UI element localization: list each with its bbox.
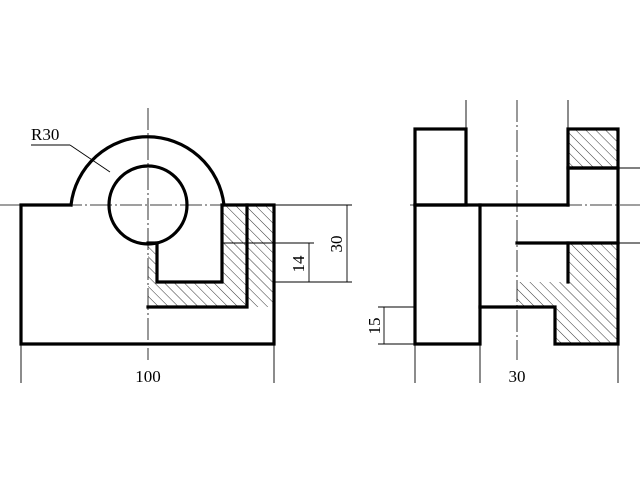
radius-leader-line: [69, 144, 111, 173]
dim-30-label: 30: [327, 236, 346, 253]
side-left-upright: [413, 127, 468, 207]
side-view: 15 30: [365, 100, 640, 386]
dim-100-label: 100: [135, 367, 161, 386]
front-outer-pocket: [146, 203, 249, 309]
dim-14-label: 14: [289, 255, 308, 273]
front-section-hatch: [148, 205, 274, 307]
side-hatch-lower-right: [517, 243, 618, 344]
dim-side-30-label: 30: [509, 367, 526, 386]
front-view: R30 30 14 100: [0, 108, 352, 386]
front-body-outline: [19, 203, 276, 346]
radius-label: R30: [31, 125, 59, 144]
side-hatch-upper-right: [568, 129, 618, 168]
front-boss-arc: [69, 135, 226, 207]
front-inner-pocket: [155, 203, 224, 284]
dim-15-label: 15: [365, 318, 384, 335]
side-body-outline: [413, 166, 620, 346]
